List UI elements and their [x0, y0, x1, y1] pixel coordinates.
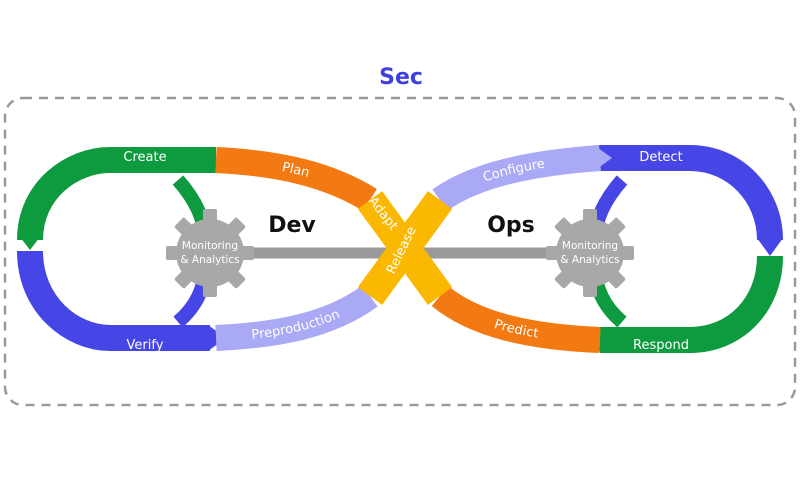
stage-create-label: Create — [123, 150, 166, 165]
stage-respond-label: Respond — [633, 338, 689, 353]
right-hub-line2: & Analytics — [560, 254, 619, 266]
stage-verify-label: Verify — [127, 338, 164, 353]
stage-detect-arc[interactable] — [598, 145, 783, 241]
left-hub-line2: & Analytics — [180, 254, 239, 266]
stage-plan-label: Plan — [281, 160, 311, 181]
right-hub-line1: Monitoring — [562, 240, 618, 252]
stage-detect-label: Detect — [639, 150, 682, 165]
right-gear-icon[interactable] — [546, 209, 634, 297]
configure-arrowhead — [594, 145, 612, 171]
dev-label: Dev — [268, 213, 316, 238]
stage-verify-arc[interactable] — [17, 250, 210, 351]
ops-label: Ops — [487, 213, 535, 238]
release-band-overlay — [377, 218, 433, 278]
stage-preproduction-band[interactable] — [215, 285, 378, 351]
sec-boundary — [3, 96, 797, 407]
create-arrowhead — [17, 233, 43, 250]
stage-plan-band[interactable] — [215, 147, 377, 212]
stage-plan-text: Plan — [281, 160, 311, 181]
sec-title: Sec — [379, 65, 423, 90]
detect-arrowhead-down — [757, 238, 783, 256]
stage-respond-arc[interactable] — [600, 255, 783, 353]
left-hub-line1: Monitoring — [182, 240, 238, 252]
stage-create-arc[interactable] — [17, 147, 216, 241]
stage-configure-band[interactable] — [432, 145, 601, 211]
left-gear-icon[interactable] — [166, 209, 254, 297]
stage-predict-band[interactable] — [431, 285, 601, 353]
